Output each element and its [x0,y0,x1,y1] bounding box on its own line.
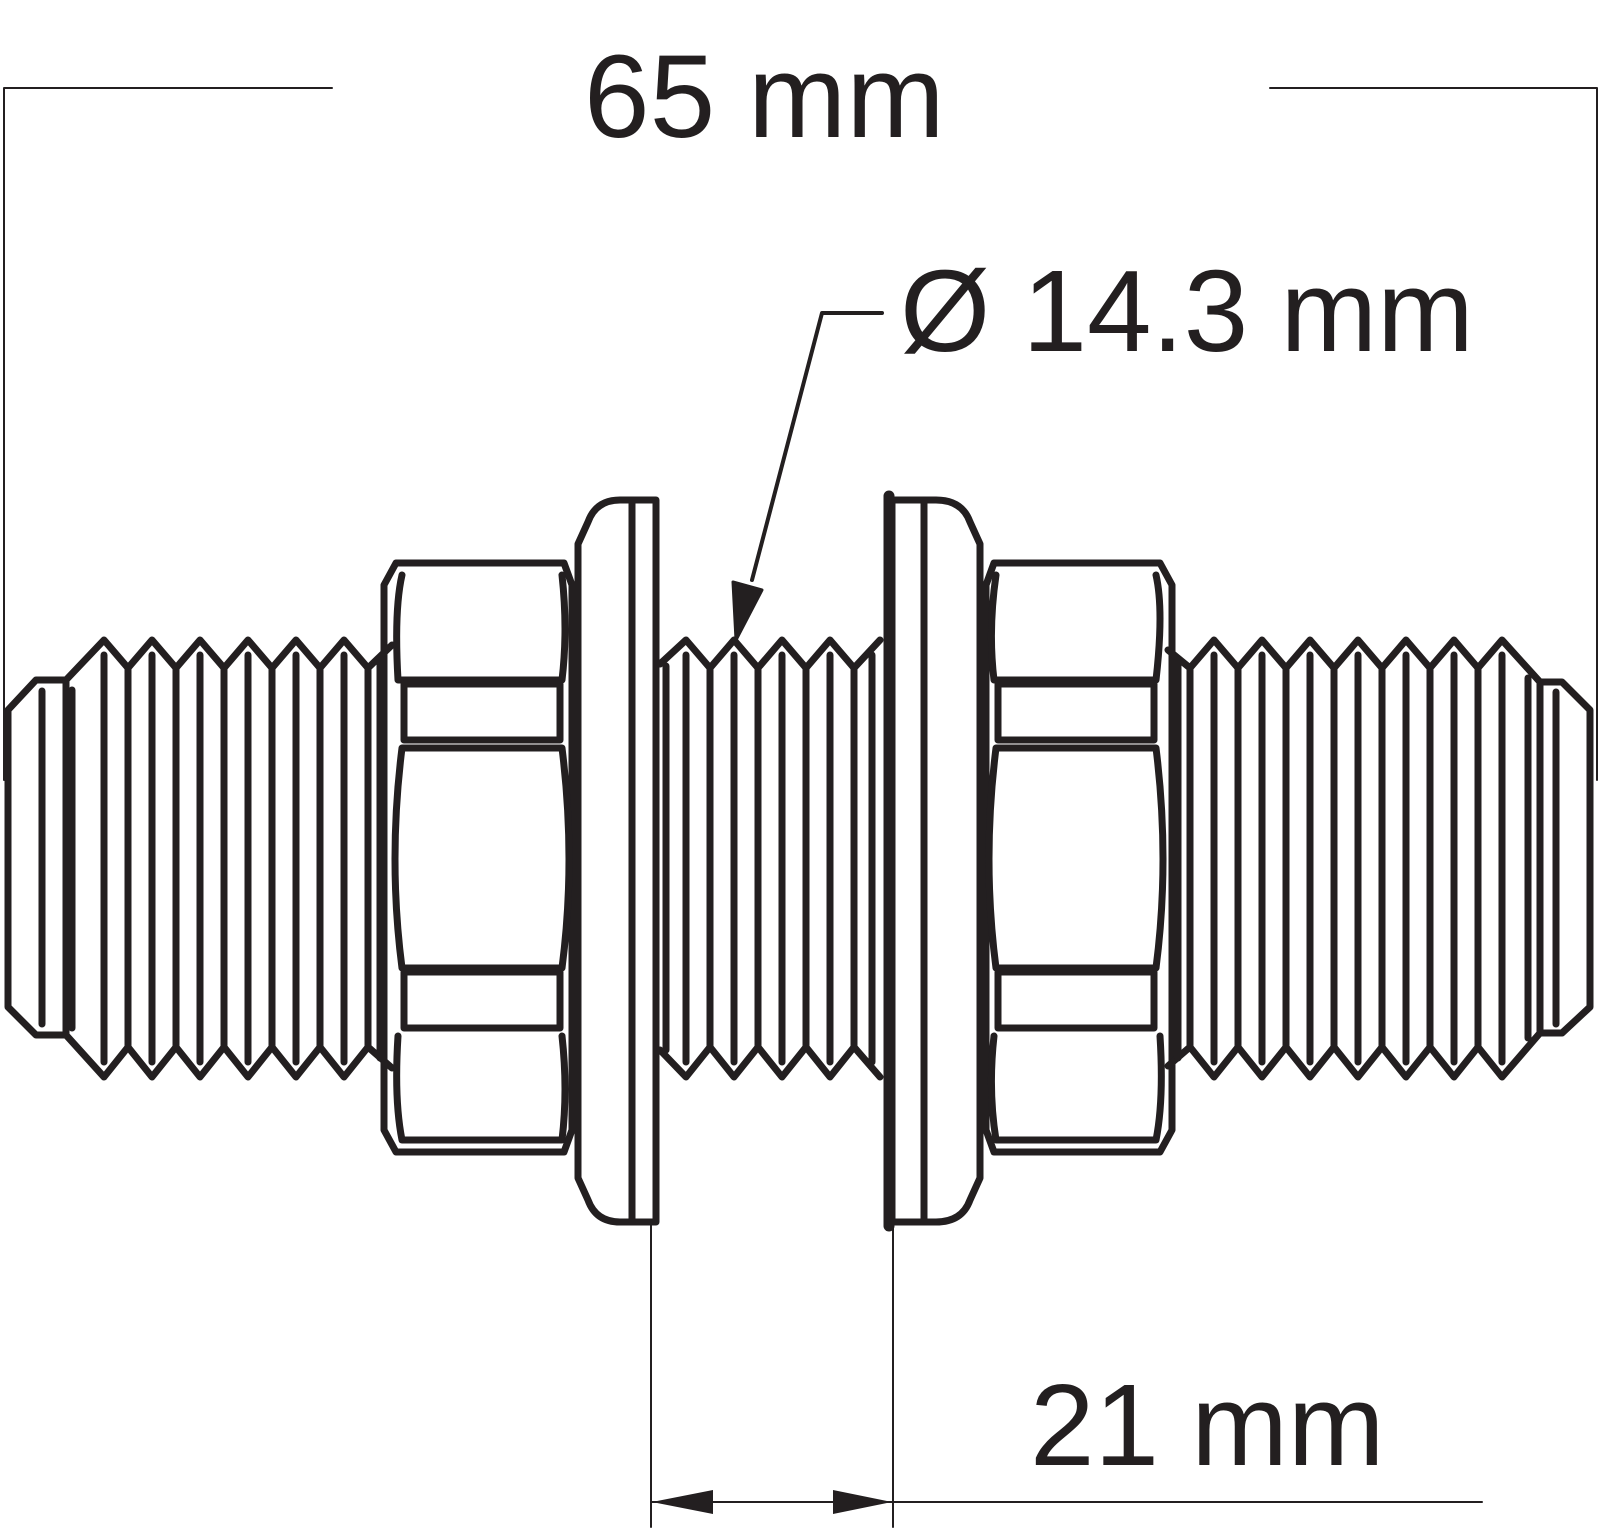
left-washer-outline [574,496,660,1226]
left-thread-top-profile [62,636,396,684]
left-thread [62,636,396,1081]
thread-diameter-label: Ø 14.3 mm [900,246,1474,376]
left-nut-flat-bottom [400,968,564,1032]
left-nut-face-middle [391,744,573,972]
diameter-leader [731,311,884,642]
center-thread [656,636,884,1081]
right-washer [883,490,984,1232]
panel-gap-label: 21 mm [1030,1360,1385,1490]
leader-line [750,311,884,582]
overall-length-dimension [3,87,1598,781]
right-thread [1164,636,1544,1081]
left-thread-bottom-profile [62,1031,396,1081]
left-nut-flat-top [400,680,564,744]
left-nut-outline [380,559,576,1156]
right-nut-face-middle [985,744,1167,972]
panel-gap-dimension [650,1221,1483,1528]
center-thread-top-profile [656,636,884,672]
leader-arrowhead [731,580,764,642]
right-end-cap [1536,678,1594,1037]
right-thread-top-profile [1164,636,1544,686]
right-thread-bottom-profile [1164,1029,1544,1081]
right-nut-face-bottom [987,1032,1165,1144]
left-end-cap [4,676,70,1039]
right-nut-face-top [987,571,1164,684]
fitting-body [4,490,1594,1232]
length-ext-line-right [1269,87,1598,781]
left-washer [574,496,660,1226]
left-nut-face-bottom [393,1032,569,1144]
length-ext-line-left [3,87,333,781]
gap-arrow-right [833,1490,892,1514]
left-nut-face-top [393,571,569,684]
right-washer-outline [888,496,984,1226]
center-thread-bottom-profile [656,1043,884,1081]
right-nut-flat-bottom [994,968,1158,1032]
left-hex-nut [380,559,576,1156]
gap-arrow-left [652,1490,713,1514]
right-hex-nut [982,559,1176,1156]
right-nut-outline [982,559,1176,1156]
right-nut-flat-top [994,680,1158,744]
overall-length-label: 65 mm [584,31,945,163]
